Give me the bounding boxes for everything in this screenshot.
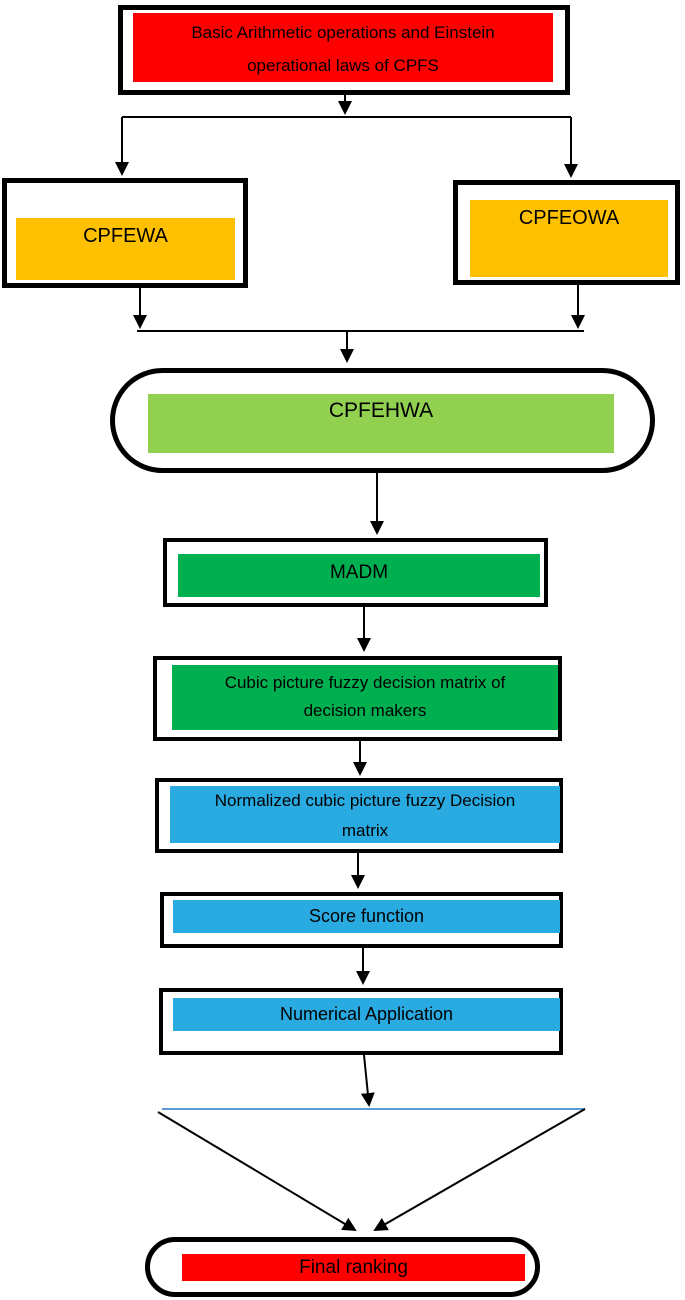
node-basic-operations-label-line1: Basic Arithmetic operations and Einstein: [191, 23, 495, 42]
node-madm-fill: MADM: [178, 554, 540, 597]
node-cpfeowa: CPFEOWA: [453, 180, 680, 285]
node-cpfewa-label: CPFEWA: [83, 225, 168, 247]
node-cpfehwa-fill: CPFEHWA: [148, 394, 614, 453]
node-final-ranking-label: Final ranking: [299, 1256, 408, 1278]
node-normalized-matrix-fill: Normalized cubic picture fuzzy Decision …: [170, 786, 560, 843]
node-cpfewa-fill: CPFEWA: [16, 218, 235, 280]
node-numerical-application: Numerical Application: [159, 988, 563, 1055]
node-final-ranking-fill: Final ranking: [182, 1254, 525, 1281]
node-normalized-matrix: Normalized cubic picture fuzzy Decision …: [155, 778, 563, 853]
node-cpfeowa-fill: CPFEOWA: [470, 200, 668, 277]
node-madm-label: MADM: [329, 562, 389, 583]
node-score-function-fill: Score function: [173, 900, 560, 933]
node-score-function: Score function: [160, 892, 563, 948]
node-cpfewa: CPFEWA: [2, 178, 248, 288]
node-final-ranking: Final ranking: [145, 1237, 540, 1297]
node-numerical-application-fill: Numerical Application: [173, 998, 560, 1031]
arrow-funnel-right-to-final: [373, 1108, 586, 1231]
node-basic-operations-fill: Basic Arithmetic operations and Einstein…: [133, 13, 553, 82]
node-score-function-label: Score function: [308, 906, 425, 926]
arrow-funnel-left-to-final: [157, 1111, 357, 1232]
node-cubic-matrix-label-line2: decision makers: [303, 701, 427, 720]
node-cpfehwa-label: CPFEHWA: [328, 399, 434, 422]
node-madm: MADM: [163, 538, 548, 607]
node-basic-operations: Basic Arithmetic operations and Einstein…: [118, 5, 570, 95]
node-cpfeowa-label: CPFEOWA: [518, 207, 620, 229]
node-numerical-application-label: Numerical Application: [279, 1004, 454, 1024]
node-cubic-matrix-fill: Cubic picture fuzzy decision matrix of d…: [172, 665, 558, 730]
arrow-numerical-to-funnel: [360, 1054, 375, 1107]
node-normalized-matrix-label-line2: matrix: [341, 821, 389, 840]
node-normalized-matrix-label-line1: Normalized cubic picture fuzzy Decision: [214, 791, 516, 810]
node-cpfehwa: CPFEHWA: [110, 368, 655, 473]
node-cubic-matrix-label-line1: Cubic picture fuzzy decision matrix of: [224, 673, 506, 692]
node-cubic-matrix: Cubic picture fuzzy decision matrix of d…: [153, 656, 562, 741]
node-basic-operations-label-line2: operational laws of CPFS: [247, 56, 439, 75]
